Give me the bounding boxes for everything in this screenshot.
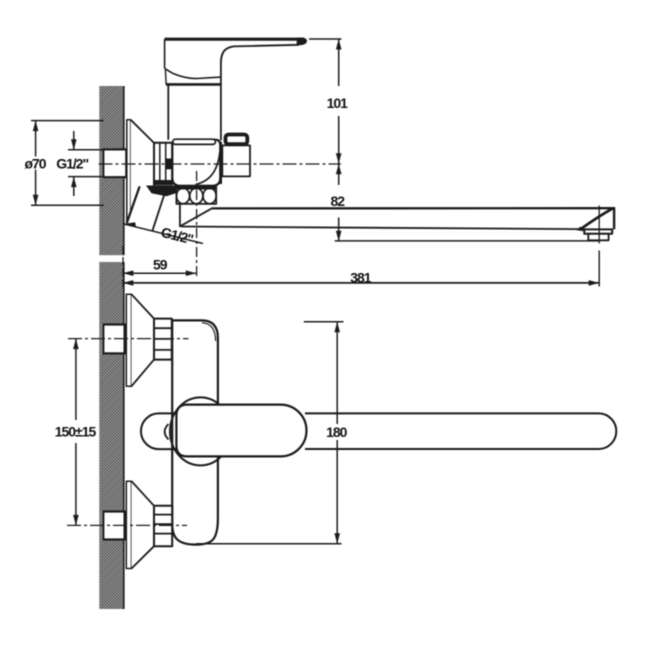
- svg-text:G1/2": G1/2": [56, 156, 88, 172]
- svg-text:381: 381: [350, 270, 372, 286]
- svg-text:G1/2": G1/2": [159, 224, 194, 247]
- svg-text:59: 59: [153, 257, 168, 273]
- svg-text:180: 180: [326, 424, 348, 440]
- svg-text:101: 101: [327, 95, 349, 111]
- svg-text:150±15: 150±15: [55, 424, 97, 440]
- svg-text:82: 82: [331, 193, 346, 209]
- svg-text:ø70: ø70: [24, 156, 46, 172]
